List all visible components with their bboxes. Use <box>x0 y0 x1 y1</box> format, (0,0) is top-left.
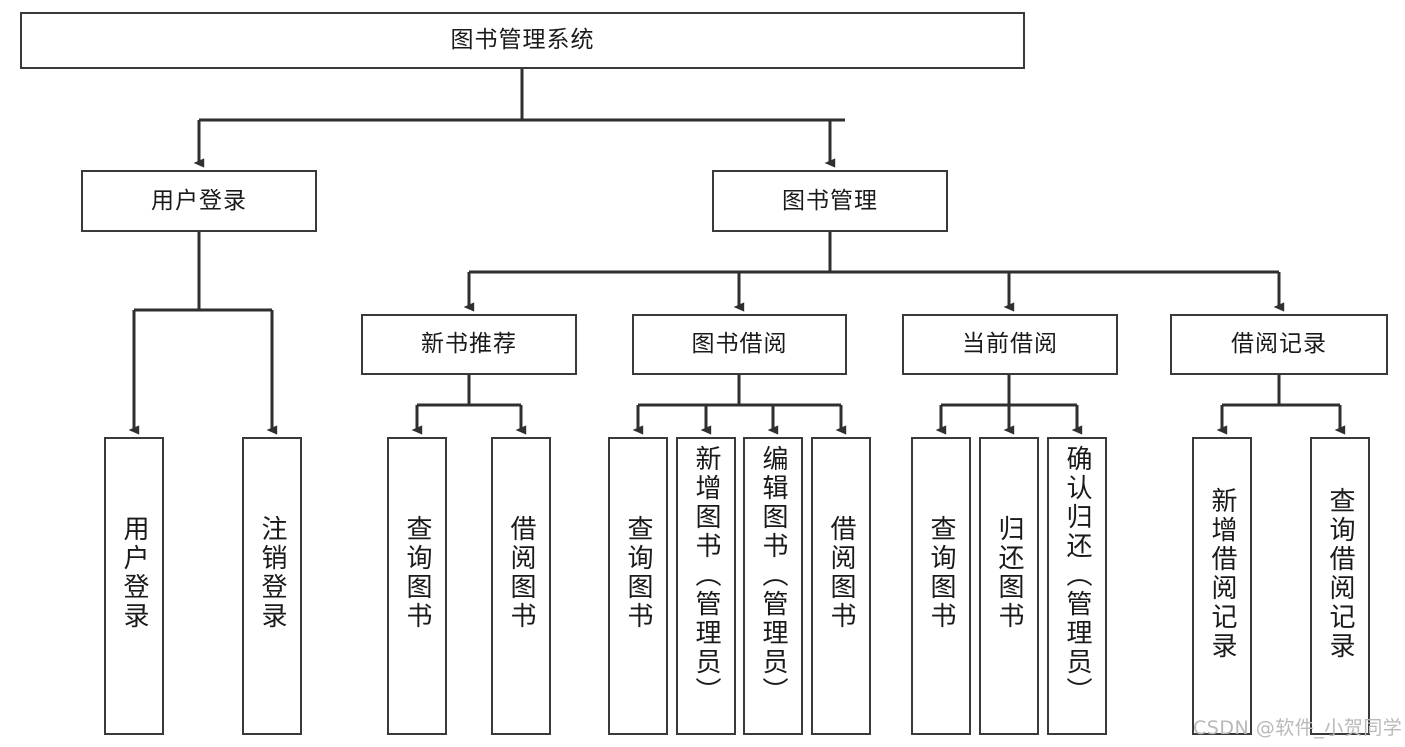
node-label: 确认归还（管理员） <box>1062 445 1092 706</box>
node-label: 借阅记录 <box>1231 331 1327 358</box>
node-label: 新增图书（管理员） <box>691 445 721 706</box>
node-label: 当前借阅 <box>962 331 1058 358</box>
leaf-add-book-admin[interactable]: 新增图书（管理员） <box>676 437 736 735</box>
leaf-query-borrow-record[interactable]: 查询借阅记录 <box>1310 437 1370 735</box>
leaf-borrow-book[interactable]: 借阅图书 <box>811 437 871 735</box>
node-label: 注销登录 <box>257 515 287 631</box>
leaf-logout[interactable]: 注销登录 <box>242 437 302 735</box>
node-label: 图书借阅 <box>691 331 788 358</box>
node-label: 图书管理系统 <box>450 27 595 54</box>
leaf-query-book-recommend[interactable]: 查询图书 <box>387 437 447 735</box>
leaf-add-borrow-record[interactable]: 新增借阅记录 <box>1192 437 1252 735</box>
node-label: 编辑图书（管理员） <box>758 445 788 706</box>
node-label: 新书推荐 <box>421 331 517 358</box>
node-label: 查询图书 <box>926 515 956 631</box>
node-new-book-recommend[interactable]: 新书推荐 <box>361 314 577 375</box>
node-label: 借阅图书 <box>506 515 536 631</box>
node-label: 归还图书 <box>994 515 1024 631</box>
leaf-edit-book-admin[interactable]: 编辑图书（管理员） <box>743 437 803 735</box>
node-current-borrow[interactable]: 当前借阅 <box>902 314 1118 375</box>
leaf-query-book-borrow[interactable]: 查询图书 <box>608 437 668 735</box>
leaf-user-login[interactable]: 用户登录 <box>104 437 164 735</box>
node-book-management[interactable]: 图书管理 <box>712 170 948 232</box>
leaf-confirm-return-admin[interactable]: 确认归还（管理员） <box>1047 437 1107 735</box>
leaf-query-book-current[interactable]: 查询图书 <box>911 437 971 735</box>
node-label: 用户登录 <box>119 515 149 631</box>
node-borrow-record[interactable]: 借阅记录 <box>1170 314 1388 375</box>
node-label: 图书管理 <box>782 187 878 214</box>
leaf-borrow-book-recommend[interactable]: 借阅图书 <box>491 437 551 735</box>
node-book-borrow[interactable]: 图书借阅 <box>632 314 847 375</box>
node-label: 查询图书 <box>623 515 653 631</box>
node-user-login[interactable]: 用户登录 <box>81 170 317 232</box>
node-label: 新增借阅记录 <box>1207 487 1237 661</box>
node-label: 查询借阅记录 <box>1325 487 1355 661</box>
node-root-library-system[interactable]: 图书管理系统 <box>20 12 1025 69</box>
node-label: 借阅图书 <box>826 515 856 631</box>
leaf-return-book[interactable]: 归还图书 <box>979 437 1039 735</box>
node-label: 查询图书 <box>402 515 432 631</box>
node-label: 用户登录 <box>151 187 247 214</box>
